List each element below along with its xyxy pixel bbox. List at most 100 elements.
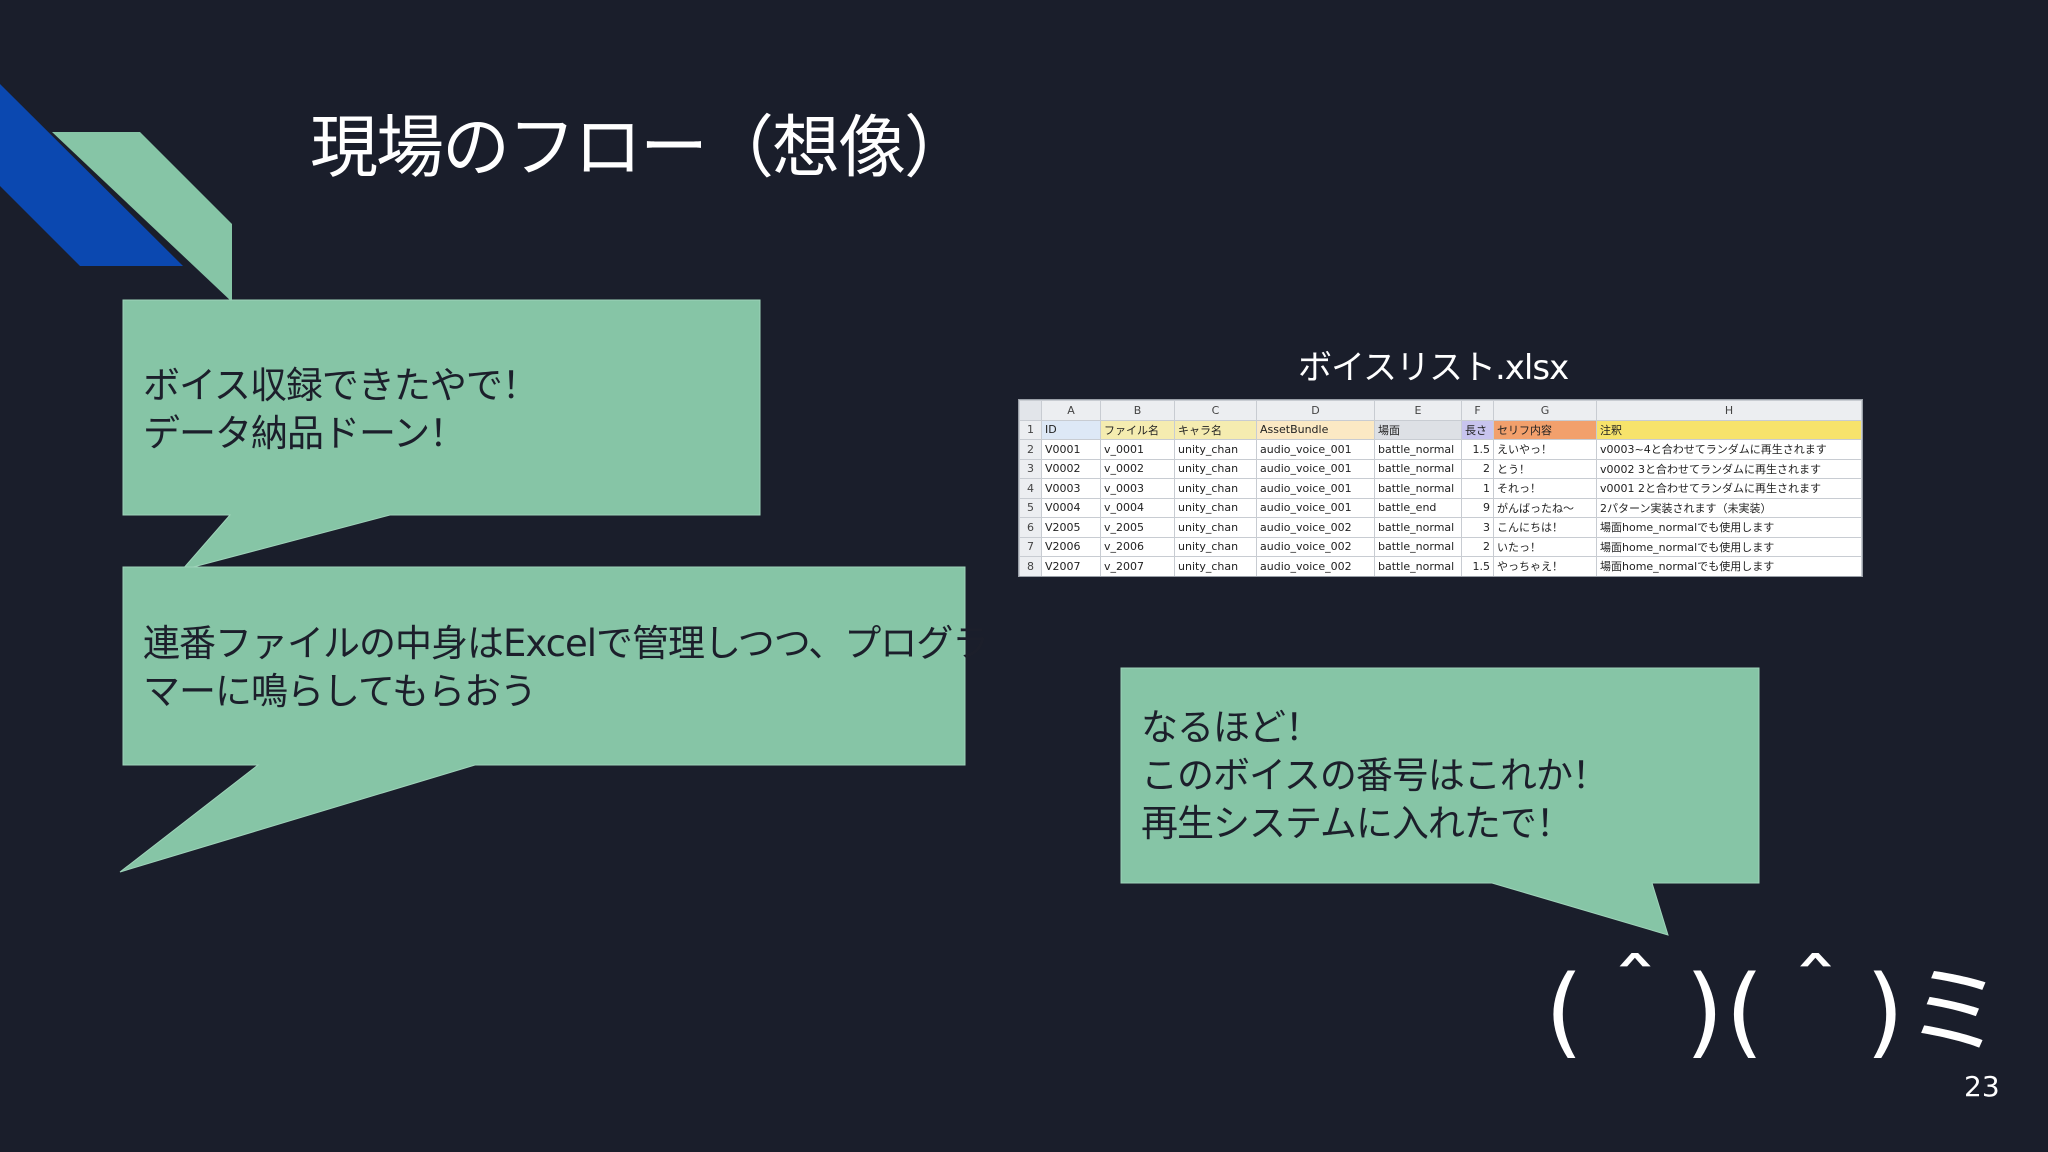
header-cell: ファイル名 [1100,419,1175,440]
header-cell: セリフ内容 [1493,419,1597,440]
table-cell: えいやっ！ [1493,439,1597,460]
row-number: 3 [1019,458,1042,479]
speech-bubble-2-text: 連番ファイルの中身はExcelで管理しつつ、プログラ マーに鳴らしてもらおう [143,620,989,716]
bubble-3-line-2: このボイスの番号はこれか！ [1141,754,1609,797]
bubble-2-line-1: 連番ファイルの中身はExcelで管理しつつ、プログラ [143,622,989,665]
table-cell: 9 [1461,497,1494,518]
table-cell: V0003 [1041,478,1101,499]
table-cell: audio_voice_002 [1256,536,1375,557]
table-cell: 2パターン実装されます（未実装） [1596,497,1862,518]
header-cell: AssetBundle [1256,419,1375,440]
column-letter: G [1493,400,1597,421]
table-cell: 1.5 [1461,556,1494,576]
table-cell: V0002 [1041,458,1101,479]
table-cell: 1.5 [1461,439,1494,460]
table-cell: v_0003 [1100,478,1175,499]
bubble-3-line-1: なるほど！ [1141,706,1322,749]
table-cell: battle_normal [1374,458,1462,479]
table-cell: battle_normal [1374,517,1462,538]
table-cell: unity_chan [1174,439,1257,460]
table-cell: 場面home_normalでも使用します [1596,536,1862,557]
header-cell: キャラ名 [1174,419,1257,440]
table-cell: 場面home_normalでも使用します [1596,517,1862,538]
table-cell: V2005 [1041,517,1101,538]
page-number: 23 [1964,1070,2000,1103]
table-cell: 場面home_normalでも使用します [1596,556,1862,576]
table-cell: いたっ！ [1493,536,1597,557]
header-cell: 長さ [1461,419,1494,440]
file-name-label: ボイスリスト.xlsx [1298,348,1569,388]
table-cell: audio_voice_001 [1256,478,1375,499]
row-number: 6 [1019,517,1042,538]
table-cell: v_2005 [1100,517,1175,538]
table-cell: V0001 [1041,439,1101,460]
speech-bubble-1-text: ボイス収録できたやで！ データ納品ドーン！ [143,362,539,458]
column-letter: B [1100,400,1175,421]
table-cell: 1 [1461,478,1494,499]
table-cell: 2 [1461,536,1494,557]
corner-decoration [0,84,232,302]
table-cell: audio_voice_001 [1256,458,1375,479]
table-cell: それっ！ [1493,478,1597,499]
column-letter: D [1256,400,1375,421]
table-cell: v_0001 [1100,439,1175,460]
table-cell: こんにちは！ [1493,517,1597,538]
table-cell: unity_chan [1174,556,1257,576]
table-cell: unity_chan [1174,497,1257,518]
column-letter: E [1374,400,1462,421]
table-cell: battle_end [1374,497,1462,518]
table-cell: unity_chan [1174,536,1257,557]
blue-stripe [0,84,183,266]
table-cell: がんばったね～ [1493,497,1597,518]
table-cell: battle_normal [1374,536,1462,557]
table-cell: やっちゃえ！ [1493,556,1597,576]
header-cell: 注釈 [1596,419,1862,440]
header-cell: 場面 [1374,419,1462,440]
bubble-1-line-1: ボイス収録できたやで！ [143,364,539,407]
table-cell: unity_chan [1174,478,1257,499]
row-number: 8 [1019,556,1042,576]
bubble-2-line-2: マーに鳴らしてもらおう [143,670,537,713]
table-cell: V0004 [1041,497,1101,518]
table-cell: とう！ [1493,458,1597,479]
header-cell: ID [1041,419,1101,440]
table-cell: v0003~4と合わせてランダムに再生されます [1596,439,1862,460]
row-number: 1 [1019,419,1042,440]
table-cell: v0001 2と合わせてランダムに再生されます [1596,478,1862,499]
row-number: 4 [1019,478,1042,499]
column-letter: H [1596,400,1862,421]
table-cell: v_2006 [1100,536,1175,557]
emoticon-text: (＾)(＾)ミ [1545,955,2006,1069]
table-cell: v_0004 [1100,497,1175,518]
table-cell: 2 [1461,458,1494,479]
green-stripe [52,132,232,302]
select-all-corner [1019,400,1042,421]
table-cell: battle_normal [1374,478,1462,499]
row-number: 5 [1019,497,1042,518]
table-cell: battle_normal [1374,439,1462,460]
table-cell: V2007 [1041,556,1101,576]
speech-bubble-3-text: なるほど！ このボイスの番号はこれか！ 再生システムに入れたで！ [1141,704,1609,848]
table-cell: audio_voice_002 [1256,517,1375,538]
table-cell: V2006 [1041,536,1101,557]
column-letter: F [1461,400,1494,421]
table-cell: 3 [1461,517,1494,538]
table-cell: battle_normal [1374,556,1462,576]
table-cell: v_2007 [1100,556,1175,576]
table-cell: unity_chan [1174,517,1257,538]
table-cell: audio_voice_001 [1256,439,1375,460]
bubble-1-line-2: データ納品ドーン！ [143,412,466,455]
